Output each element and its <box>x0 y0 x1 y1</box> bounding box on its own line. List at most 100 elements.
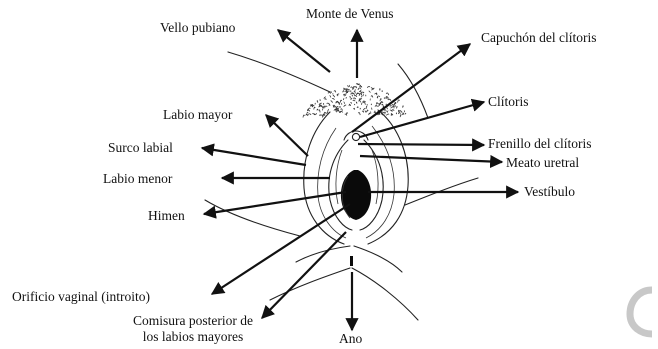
hair-stroke <box>358 88 361 90</box>
hair-stroke <box>366 110 369 112</box>
arrow-capuchon <box>352 44 470 132</box>
hair-stroke <box>359 84 360 85</box>
hair-stroke <box>401 112 402 113</box>
hair-stroke <box>405 113 406 114</box>
hair-stroke <box>398 100 400 103</box>
hair-stroke <box>352 95 353 96</box>
hair-stroke <box>303 115 305 117</box>
hair-stroke <box>387 111 388 113</box>
hair-stroke <box>377 96 380 98</box>
hair-stroke <box>328 92 331 93</box>
hair-stroke <box>351 102 352 103</box>
label-meato-uretral: Meato uretral <box>506 155 579 170</box>
hair-stroke <box>317 109 318 110</box>
hair-stroke <box>369 91 371 93</box>
hair-stroke <box>331 101 333 103</box>
hair-stroke <box>332 98 334 99</box>
label-labio-mayor: Labio mayor <box>163 107 232 122</box>
hair-stroke <box>339 107 340 108</box>
labia-majora-inner-right <box>366 126 394 238</box>
label-frenillo: Frenillo del clítoris <box>488 136 592 151</box>
label-himen: Himen <box>148 208 185 223</box>
hair-stroke <box>360 90 361 91</box>
hair-stroke <box>341 109 343 111</box>
hair-stroke <box>316 113 317 115</box>
arrow-clitoris <box>360 102 484 137</box>
hair-stroke <box>363 92 364 93</box>
arrow-meato <box>360 156 502 162</box>
arrow-himen <box>204 192 346 214</box>
arrow-labio-mayor <box>266 115 308 156</box>
hair-stroke <box>320 114 321 116</box>
label-ano: Ano <box>339 331 362 346</box>
hair-stroke <box>319 110 320 113</box>
hair-stroke <box>384 98 385 99</box>
label-orificio-vaginal: Orificio vaginal (introito) <box>12 289 150 304</box>
left-thigh-outline <box>228 52 330 92</box>
hair-stroke <box>361 86 362 87</box>
hair-stroke <box>343 98 344 100</box>
arrow-surco-labial <box>202 148 306 165</box>
pubic-hair-texture <box>303 84 406 118</box>
vaginal-opening <box>341 170 371 220</box>
hair-stroke <box>353 98 356 99</box>
hair-stroke <box>362 111 364 113</box>
hair-stroke <box>333 95 335 97</box>
hair-stroke <box>369 113 370 115</box>
hair-stroke <box>403 106 404 108</box>
hair-stroke <box>308 114 311 115</box>
anus-mark <box>350 256 353 266</box>
label-capuchon: Capuchón del clítoris <box>481 30 596 45</box>
hair-stroke <box>314 114 315 115</box>
hair-stroke <box>353 100 355 101</box>
hair-stroke <box>357 107 358 108</box>
label-comisura-line1: Comisura posterior de <box>118 313 268 328</box>
hair-stroke <box>314 107 315 109</box>
hair-stroke <box>351 87 353 89</box>
label-comisura-line2: los labios mayores <box>118 329 268 344</box>
hair-stroke <box>329 105 330 106</box>
hair-stroke <box>336 102 337 103</box>
hair-stroke <box>382 91 383 92</box>
hair-stroke <box>340 100 341 102</box>
hair-stroke <box>351 98 353 100</box>
hair-stroke <box>308 110 310 111</box>
label-vello-pubiano: Vello pubiano <box>160 20 235 35</box>
arrow-frenillo <box>358 144 484 145</box>
hair-stroke <box>323 103 324 104</box>
hair-stroke <box>325 99 327 100</box>
hair-stroke <box>309 108 311 109</box>
hair-stroke <box>356 93 358 95</box>
hair-stroke <box>354 91 355 93</box>
hair-stroke <box>363 95 364 97</box>
hair-stroke <box>343 91 345 92</box>
hair-stroke <box>354 96 357 97</box>
hair-stroke <box>398 113 400 114</box>
hair-stroke <box>371 108 372 110</box>
hair-stroke <box>370 112 371 114</box>
hair-stroke <box>367 86 370 87</box>
hair-stroke <box>355 87 357 89</box>
hair-stroke <box>344 102 345 104</box>
label-vestibulo: Vestíbulo <box>524 184 575 199</box>
hair-stroke <box>347 89 350 90</box>
clitoris-shape <box>352 133 359 140</box>
hair-stroke <box>307 112 309 113</box>
hair-stroke <box>319 105 322 107</box>
hair-stroke <box>375 106 377 107</box>
label-monte-venus: Monte de Venus <box>306 6 394 21</box>
hair-stroke <box>350 96 351 98</box>
hair-stroke <box>386 93 389 95</box>
hair-stroke <box>389 99 391 101</box>
hair-stroke <box>325 106 328 108</box>
hair-stroke <box>317 101 318 103</box>
hair-stroke <box>335 110 336 112</box>
hair-stroke <box>386 114 389 115</box>
hair-stroke <box>403 113 404 115</box>
buttock-right <box>352 268 418 320</box>
hair-stroke <box>333 106 334 107</box>
hair-stroke <box>327 103 330 104</box>
hair-stroke <box>390 105 391 106</box>
hair-stroke <box>354 108 355 109</box>
